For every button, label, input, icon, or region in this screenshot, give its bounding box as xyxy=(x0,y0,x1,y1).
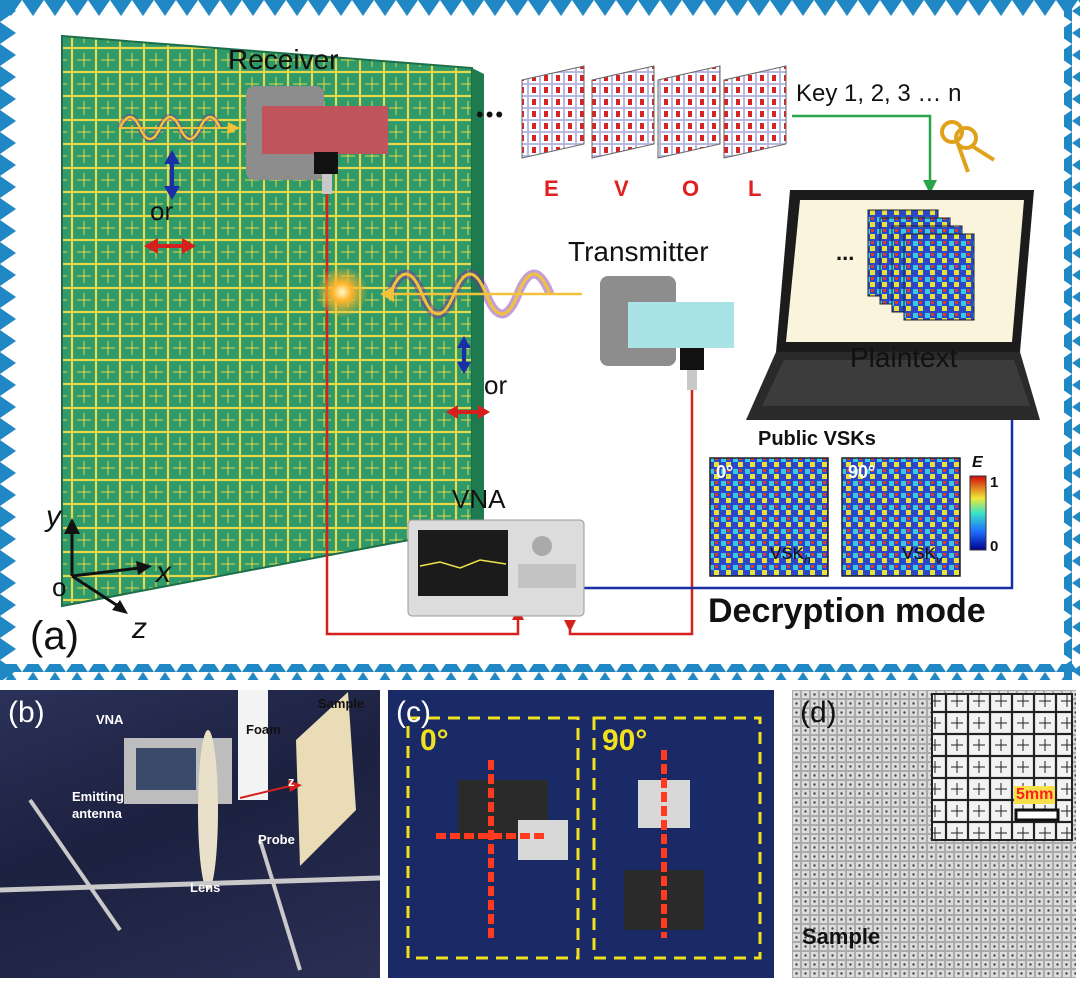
box-90deg xyxy=(592,716,762,960)
metasurface-edge xyxy=(472,68,484,528)
sample-label: Sample xyxy=(802,924,881,949)
probe-callout: Probe xyxy=(258,832,295,847)
reflected-wave xyxy=(118,115,222,141)
key-label: Key 1, 2, 3 … n xyxy=(796,80,962,107)
colorbar-symbol: E xyxy=(972,454,983,471)
transmitter-label: Transmitter xyxy=(568,236,709,267)
z-callout: z xyxy=(288,774,295,789)
lens-callout: Lens xyxy=(190,880,221,895)
or-label-transmitter: or xyxy=(484,370,508,400)
panel-a-label: (a) xyxy=(30,614,79,658)
receiver-cable xyxy=(325,194,520,636)
angle-90-label: 90° xyxy=(602,724,648,757)
colorbar-max: 1 xyxy=(990,474,999,491)
sample-callout: Sample xyxy=(318,696,365,711)
panel-a-graphics xyxy=(0,0,1080,680)
key-arrow xyxy=(792,114,932,186)
vsk-map-0 xyxy=(709,457,829,577)
axis-x-label: x xyxy=(156,556,171,589)
receiver-label: Receiver xyxy=(228,44,339,75)
evol-cards xyxy=(521,65,787,159)
keys-icon xyxy=(940,120,996,173)
vna-to-laptop-cable xyxy=(572,380,1014,590)
letter-o: O xyxy=(682,176,700,201)
axis-z-label: z xyxy=(132,612,147,645)
incident-wave xyxy=(388,272,552,316)
box-0deg xyxy=(406,716,580,960)
emitting-antenna-callout: Emitting antenna xyxy=(72,789,124,821)
letter-e: E xyxy=(544,176,559,201)
vna-device xyxy=(407,519,585,617)
scale-label: 5mm xyxy=(1014,786,1056,804)
transmitter-cable xyxy=(568,390,694,636)
receiver-connector xyxy=(314,152,338,174)
transmitter-connector xyxy=(680,348,704,370)
polarization-arrows-transmitter xyxy=(446,336,490,419)
axis-y-label: y xyxy=(46,500,61,533)
lens xyxy=(198,730,218,890)
panel-c-label: (c) xyxy=(396,696,431,729)
public-vsks-title: Public VSKs xyxy=(758,428,876,450)
decryption-mode-title: Decryption mode xyxy=(708,592,986,630)
polarization-arrows-receiver xyxy=(144,150,196,254)
foam xyxy=(238,690,268,800)
or-label-receiver: or xyxy=(150,196,174,226)
scale-bar xyxy=(1014,808,1060,822)
vsk-v-label: VSKv xyxy=(902,544,943,567)
angle-0-label: 0° xyxy=(420,724,449,757)
frame-left xyxy=(0,0,16,680)
panel-c-photo: (c) 0° 90° xyxy=(388,690,774,978)
frame-right xyxy=(1064,0,1080,680)
frame-bottom xyxy=(0,664,1080,680)
vsk-angle-90: 90° xyxy=(848,462,876,482)
frame-top xyxy=(0,0,1080,16)
letter-l: L xyxy=(748,176,762,201)
panel-d-label: (d) xyxy=(800,696,837,729)
panel-d-photo: (d) 5mm Sample xyxy=(792,690,1076,978)
letter-v: V xyxy=(614,176,629,201)
axis-origin-label: o xyxy=(52,572,67,602)
receiver-horn-body xyxy=(262,106,388,154)
colorbar-min: 0 xyxy=(990,538,999,555)
transmitter-horn-body xyxy=(628,302,734,348)
coordinate-axes xyxy=(64,518,152,614)
screen-field-maps xyxy=(867,209,975,321)
screen-ellipsis: ... xyxy=(836,240,855,265)
panel-b-label: (b) xyxy=(8,696,45,729)
plaintext-label: Plaintext xyxy=(850,342,958,373)
vsk-angle-0: 0° xyxy=(716,462,734,482)
ellipsis-top: ••• xyxy=(476,102,506,127)
vna-label: VNA xyxy=(452,484,506,514)
flash xyxy=(316,266,368,318)
vsk-h-label: VSKh xyxy=(770,544,811,567)
vna-callout: VNA xyxy=(96,712,124,727)
foam-callout: Foam xyxy=(246,722,281,737)
sample-plate xyxy=(296,692,356,866)
colorbar xyxy=(969,475,987,551)
panel-b-photo: (b) VNA Foam Sample Emitting antenna z P… xyxy=(0,690,380,978)
vsk-map-90 xyxy=(841,457,961,577)
